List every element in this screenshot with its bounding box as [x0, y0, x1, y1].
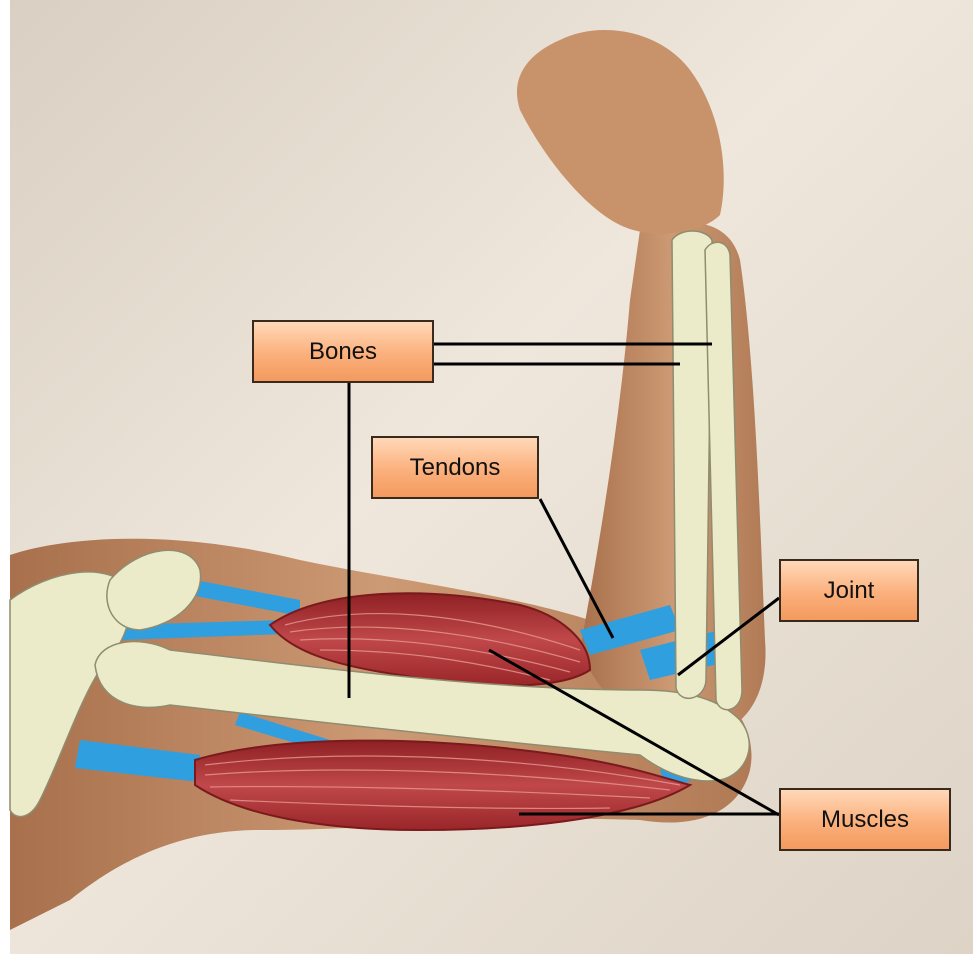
- joint-label: Joint: [779, 559, 919, 622]
- bones-label: Bones: [252, 320, 434, 383]
- tendons-label: Tendons: [371, 436, 539, 499]
- left-edge-strip: [0, 0, 10, 954]
- muscles-label: Muscles: [779, 788, 951, 851]
